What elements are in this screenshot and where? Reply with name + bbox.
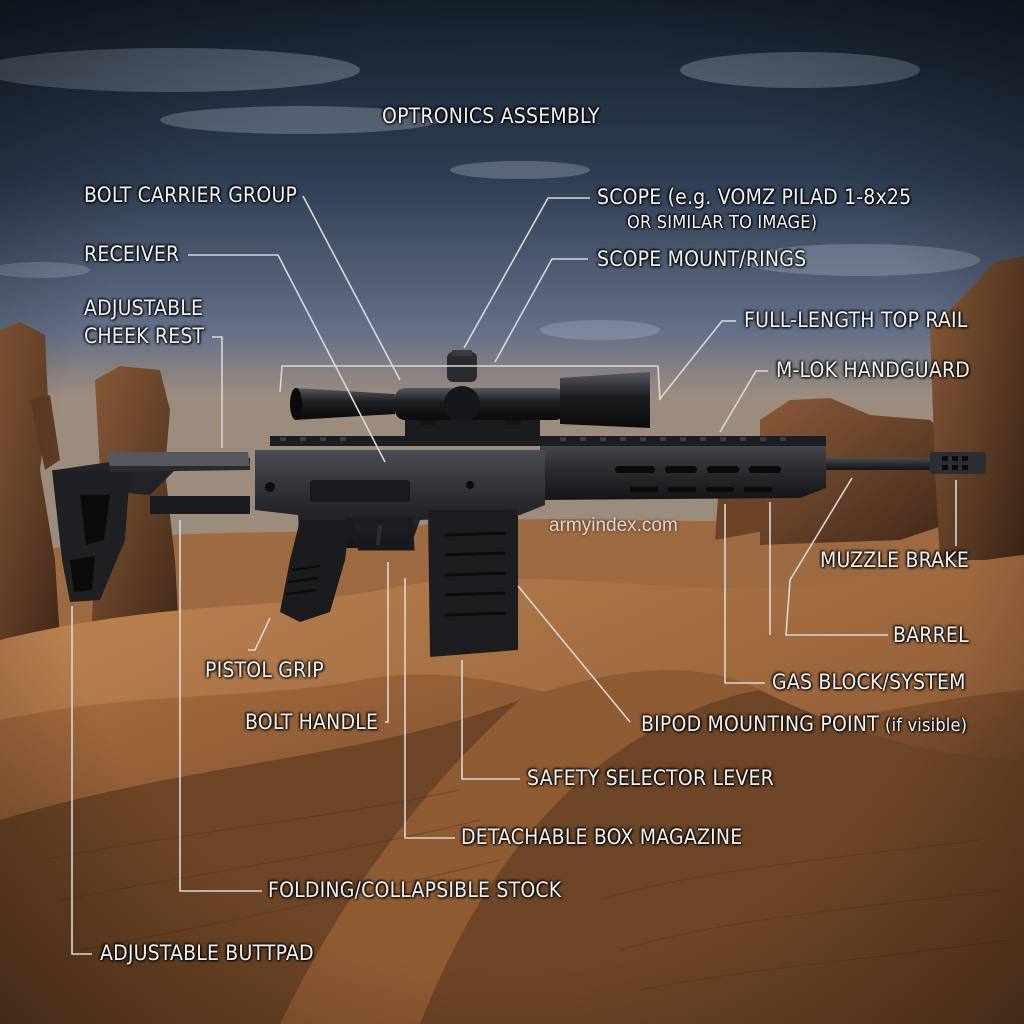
label-stock: FOLDING/COLLAPSIBLE STOCK bbox=[268, 878, 562, 902]
line-top-rail bbox=[658, 320, 736, 401]
line-barrel bbox=[785, 477, 888, 636]
label-scope-line2: OR SIMILAR TO IMAGE) bbox=[627, 212, 818, 233]
label-top-rail: FULL-LENGTH TOP RAIL bbox=[744, 308, 968, 332]
label-bipod-main: BIPOD MOUNTING POINT bbox=[641, 712, 879, 736]
label-receiver: RECEIVER bbox=[84, 242, 180, 266]
label-buttpad: ADJUSTABLE BUTTPAD bbox=[100, 941, 314, 965]
label-scope-line1: SCOPE (e.g. VOMZ PILAD 1-8x25 bbox=[597, 185, 912, 209]
line-bolt-carrier-group bbox=[302, 195, 401, 381]
line-bipod bbox=[517, 585, 631, 723]
label-safety-selector: SAFETY SELECTOR LEVER bbox=[527, 766, 774, 790]
label-barrel: BARREL bbox=[893, 623, 969, 647]
label-handguard: M-LOK HANDGUARD bbox=[776, 358, 971, 382]
line-gas-block bbox=[724, 504, 765, 684]
label-cheek-rest-line2: CHEEK REST bbox=[84, 324, 205, 348]
watermark: armyindex.com bbox=[549, 515, 678, 536]
line-safety bbox=[461, 660, 520, 780]
rifle-illustration bbox=[52, 350, 986, 657]
line-bolt-handle bbox=[385, 562, 389, 723]
callout-lines bbox=[71, 195, 957, 955]
label-bipod-note: (if visible) bbox=[885, 715, 968, 736]
line-scope-mount bbox=[494, 258, 588, 363]
label-magazine: DETACHABLE BOX MAGAZINE bbox=[461, 825, 743, 849]
label-gas-block: GAS BLOCK/SYSTEM bbox=[772, 670, 966, 694]
line-receiver bbox=[188, 254, 386, 463]
optronics-assembly-title: OPTRONICS ASSEMBLY bbox=[382, 104, 600, 128]
label-muzzle-brake: MUZZLE BRAKE bbox=[820, 548, 969, 572]
label-pistol-grip: PISTOL GRIP bbox=[205, 658, 324, 682]
label-bolt-carrier-group: BOLT CARRIER GROUP bbox=[84, 183, 298, 207]
line-pistol-grip bbox=[248, 617, 271, 651]
line-scope bbox=[463, 197, 590, 349]
line-stock bbox=[179, 520, 262, 892]
label-bipod-mounting-point: BIPOD MOUNTING POINT (if visible) bbox=[641, 712, 967, 736]
line-buttpad bbox=[71, 606, 92, 955]
label-scope-mount: SCOPE MOUNT/RINGS bbox=[597, 247, 807, 271]
label-cheek-rest-line1: ADJUSTABLE bbox=[84, 296, 204, 320]
line-cheek-rest bbox=[212, 336, 223, 448]
label-bolt-handle: BOLT HANDLE bbox=[245, 710, 379, 734]
line-magazine bbox=[404, 578, 455, 839]
line-optronics-bracket bbox=[279, 365, 661, 401]
line-handguard bbox=[719, 370, 768, 433]
